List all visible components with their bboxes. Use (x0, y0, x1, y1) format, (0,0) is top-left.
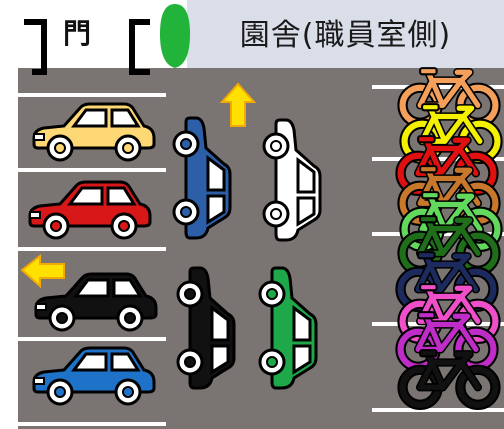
gate-icon (24, 19, 47, 75)
car-icon (34, 272, 158, 332)
car-icon (32, 346, 156, 406)
car-icon (258, 266, 318, 390)
gate-label: 門 (63, 17, 92, 50)
arrow-left-icon (20, 253, 65, 289)
gate-icon (129, 19, 150, 75)
car-icon (176, 266, 236, 390)
stall-line (18, 93, 166, 97)
stall-line (18, 337, 166, 341)
building-block (187, 0, 504, 68)
building-label: 園舎(職員室側) (239, 18, 452, 53)
stall-line (18, 247, 166, 251)
stall-line (18, 168, 166, 172)
arrow-up-icon (219, 82, 257, 127)
car-icon (32, 102, 156, 162)
car-icon (172, 116, 232, 240)
car-icon (262, 118, 322, 242)
car-icon (28, 180, 152, 240)
stall-line (372, 408, 504, 412)
tree-icon (160, 4, 190, 68)
stall-line (18, 422, 166, 426)
